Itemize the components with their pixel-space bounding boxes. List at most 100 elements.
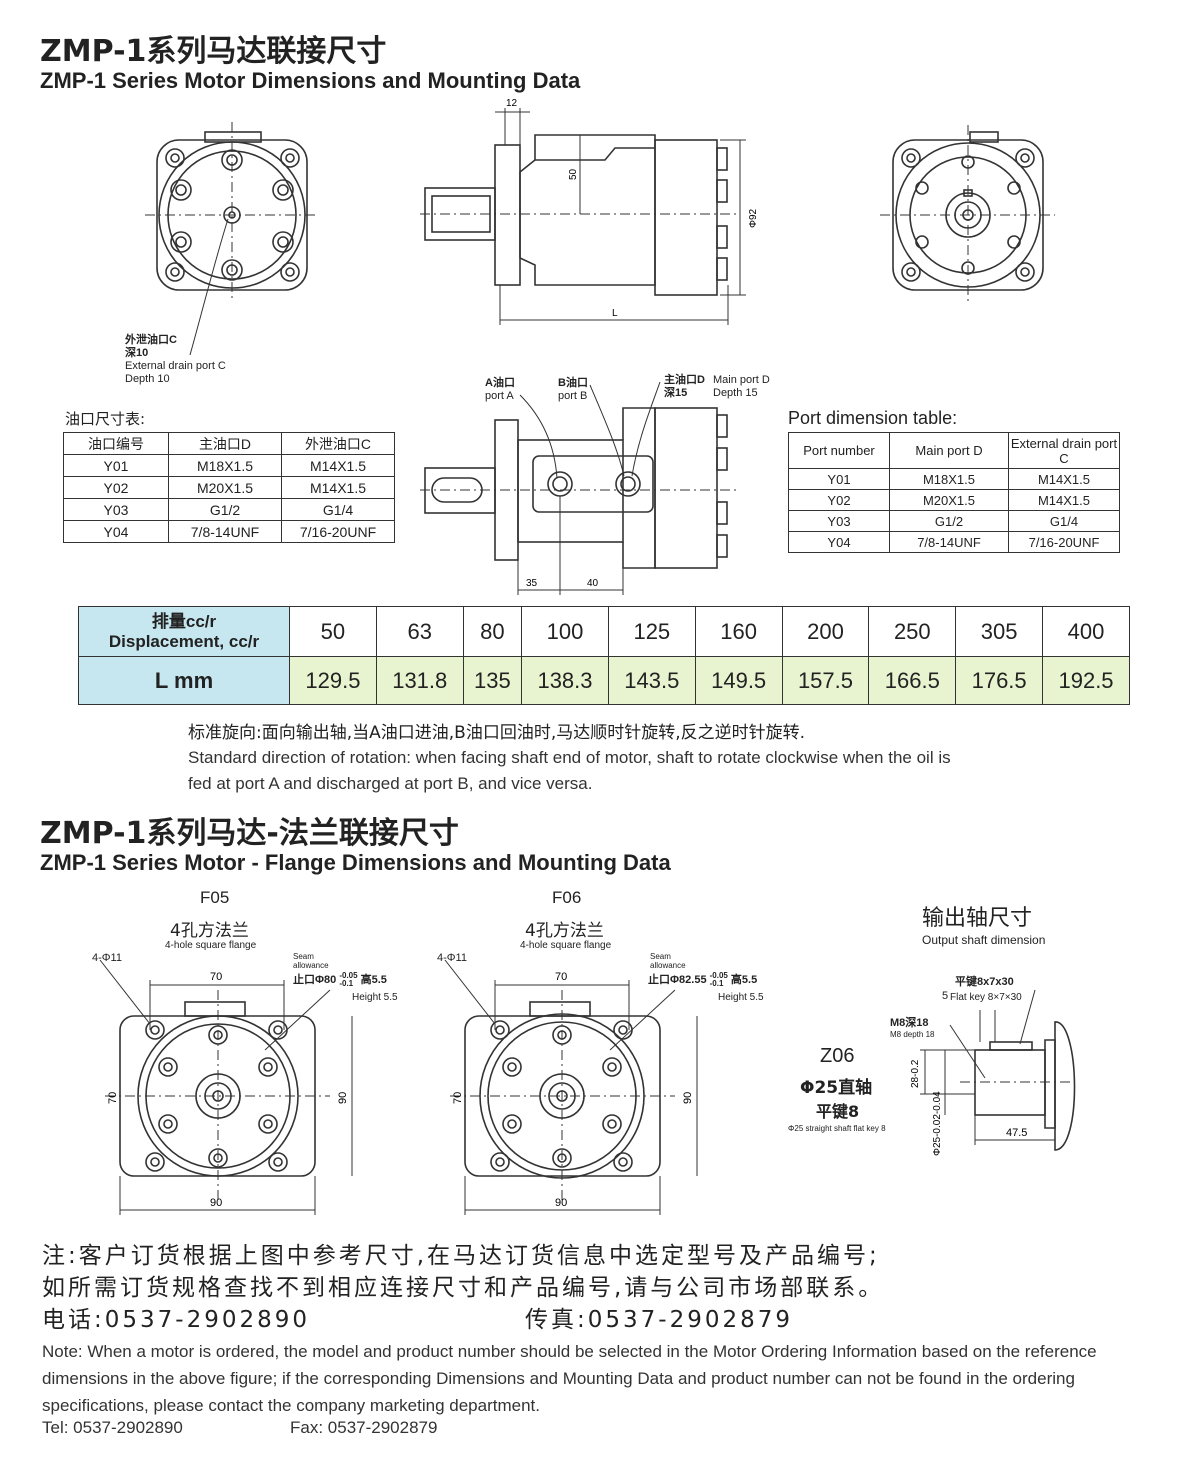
- note-cn-fax: 传真:0537-2902879: [525, 1307, 794, 1333]
- f05-code: F05: [200, 888, 230, 907]
- f06-holes: 4-Φ11: [437, 952, 467, 964]
- main-d-cn: 主油口D: [664, 374, 705, 386]
- drain-cn: 外泄油口C: [125, 334, 177, 346]
- port-table-en-header: Main port D: [889, 432, 1009, 469]
- f06-seam: Seam allowance: [650, 952, 686, 970]
- length-header: L mm: [78, 656, 290, 705]
- length-value: 131.8: [375, 656, 464, 705]
- shaft-diameter-cn: Φ25直轴: [800, 1078, 873, 1098]
- f06-name-cn: 4孔方法兰: [525, 921, 604, 941]
- note-en: Note: When a motor is ordered, the model…: [42, 1342, 1097, 1415]
- shaft-m8-cn: M8深18: [890, 1017, 929, 1029]
- length-value: 135: [462, 656, 523, 705]
- note-en-tel: Tel: 0537-2902890: [42, 1418, 183, 1437]
- displacement-value: 160: [694, 606, 783, 657]
- f05-seam-2: allowance: [293, 961, 329, 970]
- shaft-key8-cn: 平键8: [816, 1102, 860, 1121]
- f06-code: F06: [552, 888, 582, 907]
- main-port-d-label: 主油口D 深15: [664, 374, 705, 400]
- shaft-m8-en: M8 depth 18: [890, 1030, 935, 1039]
- f05-dim-right: 90: [337, 1092, 349, 1104]
- port-table-cn-cell: G1/4: [281, 498, 395, 521]
- rotation-en-line1: Standard direction of rotation: when fac…: [188, 748, 951, 767]
- drain-label: 外泄油口C 深10 External drain port C Depth 10: [125, 334, 226, 386]
- port-table-en-cell: 7/16-20UNF: [1008, 531, 1120, 553]
- f06-dim-top: 70: [555, 971, 567, 983]
- f06-spigot: 止口Φ82.55 -0.05 -0.1 高5.5: [648, 972, 757, 988]
- f06-tol-upper: -0.05: [709, 971, 728, 980]
- drain-depth-cn: 深10: [125, 347, 149, 359]
- displacement-table: 排量cc/r Displacement, cc/r 50 63 80 100 1…: [78, 606, 1130, 705]
- displacement-value: 250: [868, 606, 957, 657]
- port-table-cn-cell: M14X1.5: [281, 476, 395, 499]
- shaft-code: Z06: [820, 1045, 855, 1067]
- main-port-d-en: Main port D Depth 15: [713, 374, 770, 400]
- shaft-key-cn: 平键8x7x30: [955, 976, 1014, 988]
- port-table-cn-cell: 7/8-14UNF: [168, 520, 282, 543]
- dim-50: 50: [568, 168, 579, 180]
- port-b-en: port B: [558, 390, 588, 402]
- port-table-cn-title: 油口尺寸表:: [65, 410, 146, 428]
- port-table-cn-cell: Y04: [63, 520, 169, 543]
- f05-height-cn: 高5.5: [360, 973, 387, 986]
- section1-title-en: ZMP-1 Series Motor Dimensions and Mounti…: [40, 68, 581, 93]
- shaft-key-en: Flat key 8×7×30: [950, 992, 1022, 1003]
- port-table-en-header: Port number: [788, 432, 890, 469]
- shaft-dim-5: 5: [942, 990, 949, 1002]
- length-value: 157.5: [781, 656, 870, 705]
- dim-L: L: [612, 308, 618, 319]
- displacement-head-en: Displacement, cc/r: [108, 631, 260, 651]
- port-table-en: Port number Main port D External drain p…: [788, 432, 1120, 553]
- f06-dim-left: 70: [452, 1092, 464, 1104]
- drain-en: External drain port C: [125, 360, 226, 372]
- note-cn-tel: 电话:0537-2902890: [42, 1307, 311, 1333]
- f05-seam-1: Seam: [293, 952, 314, 961]
- f06-height-en: Height 5.5: [718, 992, 764, 1003]
- displacement-value: 50: [289, 606, 377, 657]
- port-table-cn-cell: M14X1.5: [281, 454, 395, 477]
- shaft-title-en: Output shaft dimension: [922, 933, 1046, 947]
- f05-name-cn: 4孔方法兰: [170, 921, 249, 941]
- displacement-header: 排量cc/r Displacement, cc/r: [78, 606, 290, 657]
- port-table-cn-header: 外泄油口C: [281, 432, 395, 455]
- note-cn-line2: 如所需订货规格查找不到相应连接尺寸和产品编号,请与公司市场部联系。: [42, 1275, 885, 1301]
- port-table-cn-cell: Y01: [63, 454, 169, 477]
- displacement-value: 200: [781, 606, 870, 657]
- f05-dim-bottom: 90: [210, 1197, 222, 1209]
- f06-spigot-dia: 止口Φ82.55: [648, 973, 707, 986]
- displacement-value: 100: [521, 606, 609, 657]
- port-table-en-cell: 7/8-14UNF: [889, 531, 1009, 553]
- displacement-value: 63: [375, 606, 464, 657]
- port-a-en: port A: [485, 390, 514, 402]
- f05-dim-top: 70: [210, 971, 222, 983]
- rotation-cn: 标准旋向:面向输出轴,当A油口进油,B油口回油时,马达顺时针旋转,反之逆时针旋转…: [188, 723, 806, 743]
- shaft-dim-phi25: Φ25-0.02-0.04: [932, 1091, 943, 1156]
- note-en-fax: Fax: 0537-2902879: [290, 1418, 438, 1437]
- port-table-cn-cell: 7/16-20UNF: [281, 520, 395, 543]
- port-b-cn: B油口: [558, 377, 588, 389]
- displacement-value: 125: [607, 606, 696, 657]
- f05-holes: 4-Φ11: [92, 952, 122, 964]
- port-table-cn-cell: M20X1.5: [168, 476, 282, 499]
- f05-spigot-dia: 止口Φ80: [293, 973, 337, 986]
- f05-seam: Seam allowance: [293, 952, 329, 970]
- port-table-cn-cell: Y03: [63, 498, 169, 521]
- f06-name-en: 4-hole square flange: [520, 940, 612, 951]
- port-table-en-cell: G1/4: [1008, 510, 1120, 532]
- shaft-title-cn: 输出轴尺寸: [922, 906, 1033, 931]
- port-table-en-title: Port dimension table:: [788, 408, 958, 428]
- f05-tol-lower: -0.1: [339, 979, 354, 988]
- port-table-en-cell: M18X1.5: [889, 468, 1009, 490]
- port-b-label: B油口 port B: [558, 377, 588, 403]
- f06-tol-lower: -0.1: [709, 979, 724, 988]
- port-table-cn-cell: M18X1.5: [168, 454, 282, 477]
- displacement-head-cn: 排量cc/r: [151, 611, 217, 631]
- note-cn-line1: 注:客户订货根据上图中参考尺寸,在马达订货信息中选定型号及产品编号;: [42, 1243, 880, 1269]
- length-value: 166.5: [868, 656, 957, 705]
- port-table-cn-header: 油口编号: [63, 432, 169, 455]
- port-table-en-header: External drain port C: [1008, 432, 1120, 469]
- main-d-en: Main port D: [713, 374, 770, 386]
- main-d-depth-cn: 深15: [664, 387, 688, 399]
